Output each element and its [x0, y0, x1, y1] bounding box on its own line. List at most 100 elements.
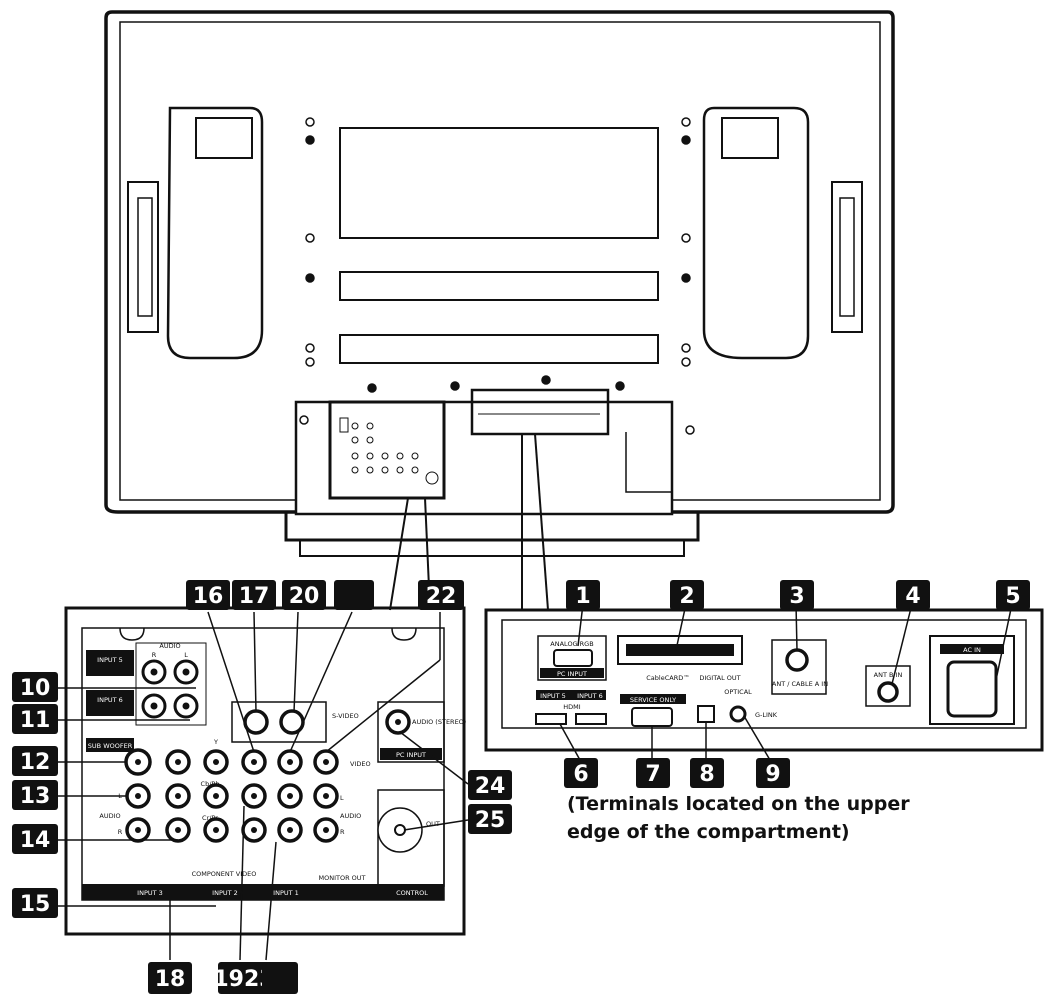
callout-c18: 18 [148, 962, 192, 994]
cablecard-slot [617, 635, 743, 665]
callout-label-c5: 5 [1005, 584, 1020, 609]
component-video-label: COMPONENT VIDEO [192, 870, 257, 878]
note-line-2: edge of the compartment) [567, 821, 850, 843]
audio-r-label: R [152, 651, 157, 659]
callout-c2: 2 [670, 580, 704, 610]
callout-label-c15: 15 [20, 892, 51, 917]
callout-c10: 10 [12, 672, 58, 702]
cablecard-label: CableCARD™ [646, 674, 689, 682]
callout-c22: 22 [418, 580, 464, 610]
connector-service-only [631, 707, 673, 727]
s-video-jacks [243, 709, 305, 735]
terminal-location-note: (Terminals located on the upper edge of … [567, 790, 987, 846]
hdmi-port-input6 [575, 713, 607, 725]
callout-c3: 3 [780, 580, 814, 610]
callout-label-c10: 10 [20, 676, 51, 701]
audio-side-label: AUDIO [99, 812, 120, 820]
callout-label-c11: 11 [20, 708, 51, 733]
analog-rgb-label: ANALOG RGB [550, 640, 593, 648]
lower-left-terminal-panel: INPUT 5 INPUT 6 AUDIO R L SUB WOOFER Y C… [64, 606, 466, 936]
callout-label-c6: 6 [573, 762, 588, 787]
input2-label: INPUT 2 [212, 889, 238, 897]
input1-label: INPUT 1 [273, 889, 299, 897]
callout-c6: 6 [564, 758, 598, 788]
jack-ant-b-in [877, 681, 899, 703]
callout-c17: 17 [232, 580, 276, 610]
ant-cable-a-label: ANT / CABLE A IN [772, 680, 828, 688]
callout-leader-lines [56, 603, 1013, 961]
callout-c7: 7 [636, 758, 670, 788]
callout-c16: 16 [186, 580, 230, 610]
hdmi-input6-label: INPUT 6 [577, 692, 603, 700]
compartment-mini-connectors [339, 417, 439, 485]
callout-label-c7: 7 [645, 762, 660, 787]
callout-c20: 20 [282, 580, 326, 610]
pc-audio-label: AUDIO (STEREO) [412, 718, 466, 726]
component-cr-pr-label: Cr/Pr [202, 814, 218, 822]
monitor-out-l-label: L [340, 794, 344, 802]
optical-label: OPTICAL [724, 688, 752, 696]
callout-label-c17: 17 [239, 584, 270, 609]
input5-label-box [86, 650, 134, 676]
pc-input-rgb-label: PC INPUT [557, 670, 587, 678]
jack-ant-cable-a-in [785, 648, 809, 672]
callout-c_bl [262, 962, 298, 994]
callout-c12: 12 [12, 746, 58, 776]
callout-label-c25: 25 [475, 808, 506, 833]
callout-c15: 15 [12, 888, 58, 918]
input6-label-box [86, 690, 134, 716]
input5-audio-jacks [141, 659, 199, 685]
monitor-out-r-label: R [340, 828, 345, 836]
ant-b-label: ANT B IN [874, 671, 903, 679]
input5-label: INPUT 5 [97, 656, 123, 664]
jack-g-link [729, 705, 747, 723]
ac-in-socket [946, 660, 998, 718]
component-y-label: Y [213, 738, 218, 746]
callout-c4: 4 [896, 580, 930, 610]
monitor-out-label: MONITOR OUT [318, 874, 365, 882]
callout-label-c2: 2 [679, 584, 694, 609]
jack-s-video-1 [243, 709, 269, 735]
connector-optical [697, 705, 715, 723]
service-only-label: SERVICE ONLY [630, 696, 676, 704]
callout-c25: 25 [468, 804, 512, 834]
pc-input-label: PC INPUT [396, 751, 426, 759]
g-link-label: G-LINK [755, 711, 778, 719]
note-line-1: (Terminals located on the upper [567, 793, 910, 815]
callout-label-c12: 12 [20, 750, 51, 775]
sub-woofer-label: SUB WOOFER [88, 742, 133, 750]
callout-label-c13: 13 [20, 784, 51, 809]
callout-c9: 9 [756, 758, 790, 788]
callout-c21 [334, 580, 374, 610]
control-label: CONTROL [396, 889, 428, 897]
video-label: VIDEO [350, 760, 371, 768]
hdmi-label: HDMI [563, 703, 581, 711]
input3-label: INPUT 3 [137, 889, 163, 897]
callout-label-c24: 24 [475, 774, 506, 799]
callout-label-c8: 8 [699, 762, 714, 787]
callout-label-c20: 20 [289, 584, 320, 609]
input6-label: INPUT 6 [97, 696, 123, 704]
audio-header-label: AUDIO [159, 642, 180, 650]
component-cb-pb-label: Cb/Pb [201, 780, 220, 788]
tv-rear-body [104, 10, 895, 557]
callout-c14: 14 [12, 824, 58, 854]
component-jack-grid [125, 749, 339, 843]
callout-label-c14: 14 [20, 828, 51, 853]
callout-label-c3: 3 [789, 584, 804, 609]
callout-c13: 13 [12, 780, 58, 810]
audio-l-label: L [184, 651, 188, 659]
callout-label-c18: 18 [155, 967, 186, 992]
callout-c8: 8 [690, 758, 724, 788]
control-out-label: OUT [426, 820, 440, 828]
callout-c11: 11 [12, 704, 58, 734]
input6-audio-jacks [141, 693, 199, 719]
monitor-out-audio-label: AUDIO [340, 812, 361, 820]
callout-label-c9: 9 [765, 762, 780, 787]
ac-in-label: AC IN [963, 646, 981, 654]
upper-right-terminal-panel: ANALOG RGB PC INPUT CableCARD™ ANT / CAB… [484, 608, 1044, 752]
hdmi-input5-label: INPUT 5 [540, 692, 566, 700]
callout-c24: 24 [468, 770, 512, 800]
